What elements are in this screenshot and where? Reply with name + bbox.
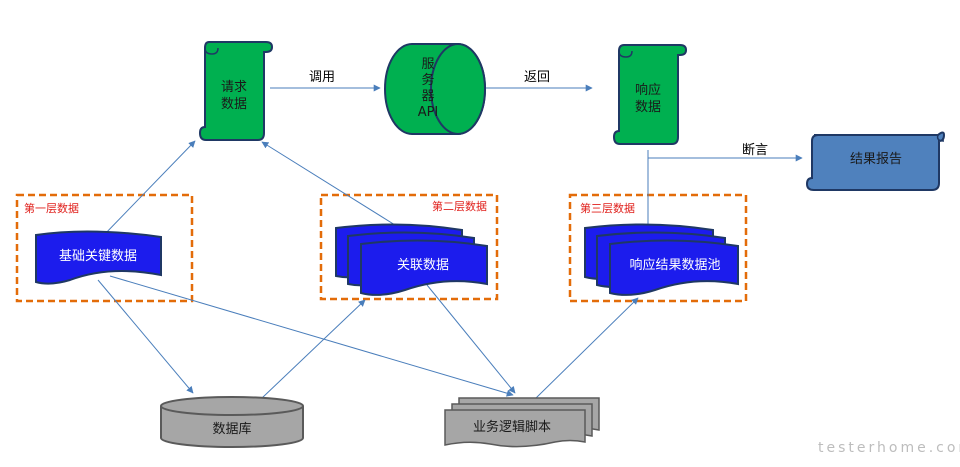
response-pool-label: 响应结果数据池 bbox=[629, 257, 720, 273]
response-data-scroll: 响应 数据 bbox=[612, 44, 688, 145]
edge-base-to-script bbox=[109, 275, 514, 397]
layer-box-first: 第一层数据 bbox=[15, 193, 194, 303]
response-pool-stack: 响应结果数据池 bbox=[584, 223, 739, 296]
edge-assert bbox=[647, 150, 803, 162]
edge-database-to-related bbox=[261, 299, 366, 399]
edge-base-to-request bbox=[101, 140, 196, 238]
request-data-scroll: 请求 数据 bbox=[198, 41, 274, 141]
edge-label-call: 调用 bbox=[309, 70, 335, 85]
server-label-line1: 服 bbox=[421, 57, 434, 72]
response-data-line2: 数据 bbox=[635, 100, 661, 115]
server-label-line4: API bbox=[418, 105, 439, 120]
server-label-line2: 务 bbox=[421, 72, 434, 88]
layer-box-third: 第三层数据 bbox=[568, 193, 748, 303]
database-label: 数据库 bbox=[212, 421, 251, 437]
base-key-data-label: 基础关键数据 bbox=[59, 249, 137, 264]
edge-base-to-database bbox=[97, 279, 194, 394]
edge-related-to-request bbox=[261, 141, 396, 226]
response-data-line1: 响应 bbox=[635, 82, 661, 98]
logic-script-stack: 业务逻辑脚本 bbox=[444, 397, 600, 448]
layer-label-third: 第三层数据 bbox=[580, 201, 635, 215]
request-data-line2: 数据 bbox=[221, 97, 247, 112]
layer-label-first: 第一层数据 bbox=[24, 201, 79, 215]
related-data-stack: 关联数据 bbox=[335, 223, 488, 296]
layer-label-second: 第二层数据 bbox=[432, 199, 487, 213]
logic-script-label: 业务逻辑脚本 bbox=[473, 419, 551, 435]
result-report-scroll: 结果报告 bbox=[805, 131, 946, 191]
edge-label-assert: 断言 bbox=[742, 143, 768, 158]
request-data-line1: 请求 bbox=[221, 80, 247, 95]
edge-related-to-script bbox=[426, 284, 516, 394]
related-data-label: 关联数据 bbox=[397, 258, 449, 273]
server-label-line3: 器 bbox=[421, 89, 434, 104]
database-cylinder: 数据库 bbox=[160, 396, 304, 448]
server-api-cylinder: 服 务 器 API bbox=[384, 43, 486, 135]
watermark: testerhome.com bbox=[818, 440, 960, 456]
result-report-label: 结果报告 bbox=[850, 152, 902, 167]
base-key-data-shape: 基础关键数据 bbox=[35, 230, 162, 285]
edge-label-return: 返回 bbox=[524, 70, 550, 85]
edge-script-to-pool bbox=[535, 297, 639, 399]
layer-box-second: 第二层数据 bbox=[319, 193, 499, 301]
